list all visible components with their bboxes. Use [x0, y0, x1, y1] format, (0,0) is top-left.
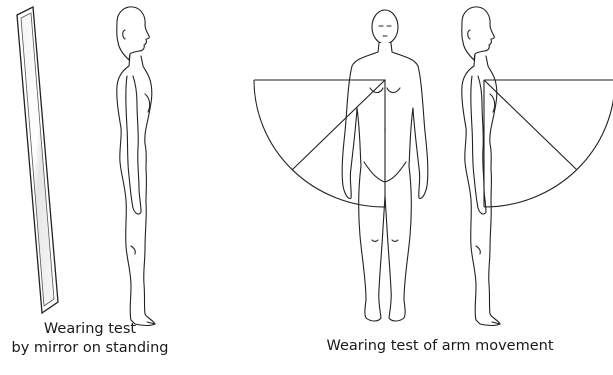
- arm-movement-arc-profile: [484, 80, 613, 207]
- standing-figure-profile-left: [117, 7, 155, 326]
- mirror-illustration: [17, 7, 58, 313]
- caption-mirror-line1: Wearing test: [0, 320, 180, 339]
- caption-mirror-line2: by mirror on standing: [0, 339, 180, 358]
- standing-figure-profile-right: [462, 7, 500, 326]
- caption-arm-movement: Wearing test of arm movement: [290, 337, 590, 356]
- caption-mirror-test: Wearing test by mirror on standing: [0, 320, 180, 358]
